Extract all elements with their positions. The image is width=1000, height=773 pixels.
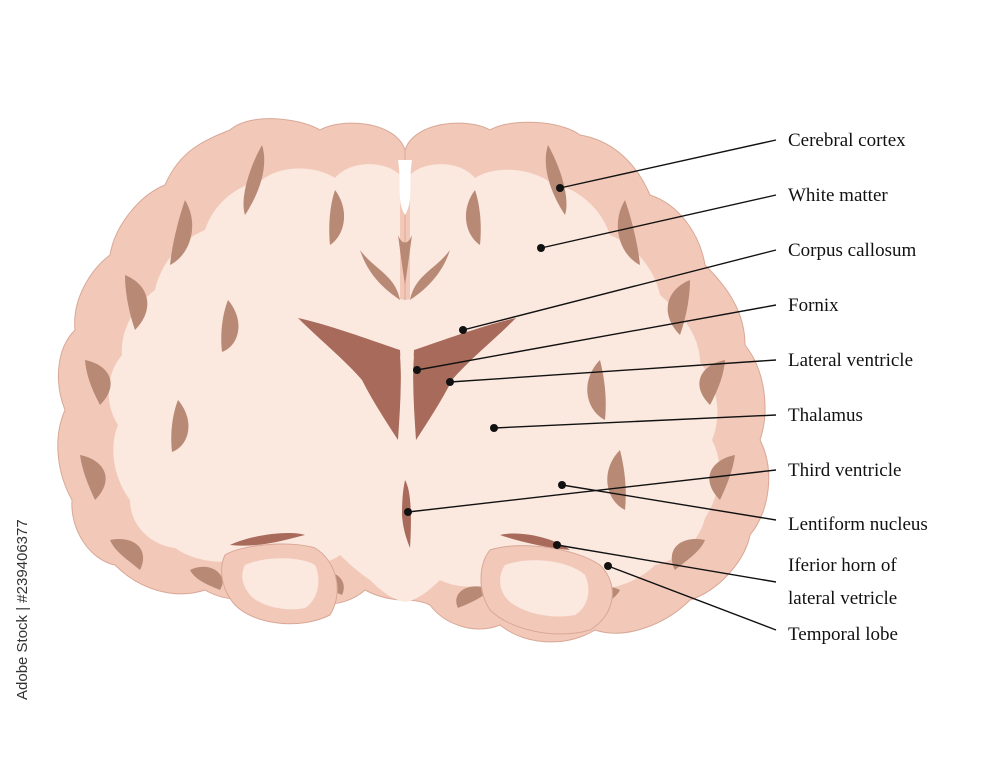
- temporal-lobe-marker: [604, 562, 612, 570]
- white-matter-marker: [537, 244, 545, 252]
- right-sulci: [410, 145, 735, 610]
- inferior-horn-marker: [553, 541, 561, 549]
- label-third-ventricle: Third ventricle: [788, 460, 901, 481]
- label-inferior-horn-line2: lateral vetricle: [788, 588, 897, 609]
- right-temporal-white: [500, 560, 589, 617]
- left-temporal-white: [242, 558, 319, 610]
- brainstem: [380, 575, 430, 602]
- label-lentiform-nucleus: Lentiform nucleus: [788, 514, 928, 535]
- stock-id-watermark: Adobe Stock | #239406377: [14, 519, 31, 700]
- cerebral-cortex-marker: [556, 184, 564, 192]
- label-lateral-ventricle: Lateral ventricle: [788, 350, 913, 371]
- lateral-ventricle-marker: [446, 378, 454, 386]
- left-lateral-ventricle: [298, 318, 401, 440]
- fissure-shadow: [398, 235, 412, 285]
- label-white-matter: White matter: [788, 185, 888, 206]
- thalamus-marker: [490, 424, 498, 432]
- lentiform-nucleus-marker: [558, 481, 566, 489]
- label-inferior-horn-line1: Iferior horn of: [788, 555, 897, 576]
- label-cerebral-cortex: Cerebral cortex: [788, 130, 906, 151]
- right-inferior-horn: [500, 533, 570, 550]
- labels: Cerebral cortex White matter Corpus call…: [788, 130, 928, 645]
- fornix-marker: [413, 366, 421, 374]
- left-sulci: [80, 145, 400, 595]
- fornix-shape: [400, 355, 414, 450]
- brain-illustration: [57, 118, 770, 643]
- left-inferior-horn: [230, 533, 305, 546]
- corpus-callosum-marker: [459, 326, 467, 334]
- label-corpus-callosum: Corpus callosum: [788, 240, 916, 261]
- third-ventricle-marker: [404, 508, 412, 516]
- leaders: [404, 139, 777, 631]
- right-lateral-ventricle: [413, 318, 516, 440]
- central-white-matter: [285, 294, 525, 602]
- label-temporal-lobe: Temporal lobe: [788, 624, 898, 645]
- label-fornix: Fornix: [788, 295, 839, 316]
- longitudinal-fissure: [398, 160, 412, 215]
- label-thalamus: Thalamus: [788, 405, 863, 426]
